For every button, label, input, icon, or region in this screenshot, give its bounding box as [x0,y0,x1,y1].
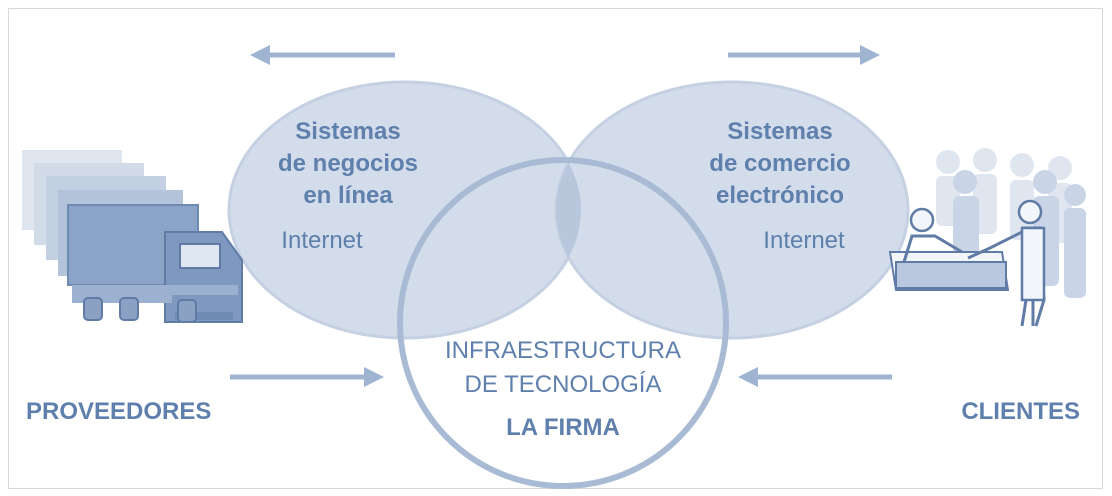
left-circle-title-line-1: Sistemas [295,118,401,145]
arrow-top-right [728,45,880,65]
center-infra-line-1: INFRAESTRUCTURA [444,337,681,364]
circle-firm [397,157,729,489]
arrow-top-left [250,45,395,65]
arrow-bottom-left [230,367,384,387]
right-circle-title-line-3: electrónico [715,182,845,209]
arrow-bottom-right [738,367,892,387]
left-circle-title-line-2: de negocios [277,150,419,177]
right-circle-title-line-1: Sistemas [727,118,833,145]
suppliers-label: PROVEEDORES [26,398,212,425]
left-circle-title-line-3: en línea [303,182,393,209]
center-infra-line-2: DE TECNOLOGÍA [464,371,662,398]
center-firm-label: LA FIRMA [506,414,620,441]
customers-icon [888,148,1086,327]
left-circle-network: Internet [281,227,363,254]
right-circle-network: Internet [763,227,845,254]
customers-label: CLIENTES [961,398,1080,425]
right-circle-title-line-2: de comercio [709,150,851,177]
truck-icon [22,150,243,323]
